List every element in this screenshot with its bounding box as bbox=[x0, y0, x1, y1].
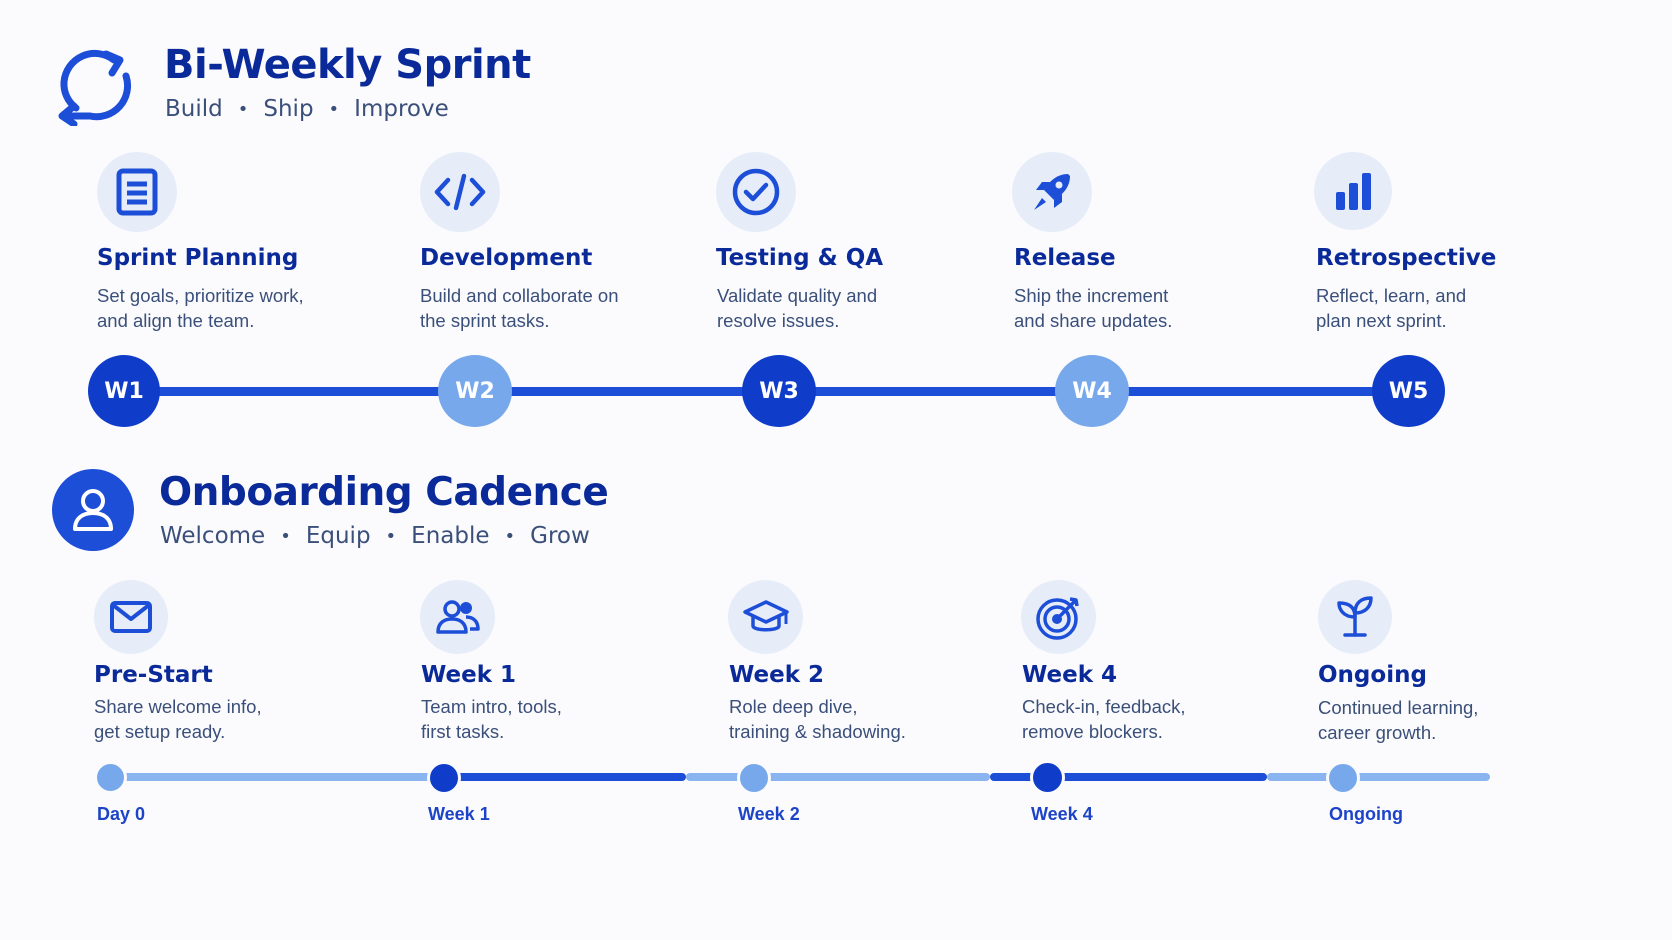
step-title: Release bbox=[1014, 245, 1116, 271]
step-title: Testing & QA bbox=[716, 245, 884, 271]
onboarding-title: Onboarding Cadence bbox=[159, 470, 609, 515]
step-description: Continued learning, career growth. bbox=[1318, 697, 1479, 743]
step-title: Week 1 bbox=[421, 662, 517, 688]
step-description: Validate quality and resolve issues. bbox=[717, 285, 878, 331]
milestone-w3: W3 bbox=[742, 355, 816, 427]
milestone-label: Week 1 bbox=[428, 804, 490, 824]
subtitle-word: Grow bbox=[530, 523, 590, 549]
subtitle-word: Build bbox=[165, 96, 223, 122]
people-icon bbox=[420, 580, 495, 654]
milestone-node-week-2 bbox=[737, 761, 771, 795]
step-description: Share welcome info, get setup ready. bbox=[94, 696, 262, 742]
step-description: Check-in, feedback, remove blockers. bbox=[1022, 696, 1186, 742]
milestone-label: Week 4 bbox=[1031, 804, 1093, 824]
sprint-subtitle: Build • Ship • Improve bbox=[165, 96, 449, 122]
milestone-node-ongoing bbox=[1326, 761, 1360, 795]
step-title: Week 4 bbox=[1022, 662, 1118, 688]
subtitle-word: Enable bbox=[411, 523, 490, 549]
separator-dot: • bbox=[280, 525, 291, 547]
document-list-icon bbox=[97, 152, 177, 232]
onboarding-track-segment bbox=[990, 773, 1267, 781]
onboarding-track-segment bbox=[754, 773, 990, 781]
step-description: Role deep dive, training & shadowing. bbox=[729, 696, 906, 742]
step-title: Retrospective bbox=[1316, 245, 1497, 271]
user-icon bbox=[52, 469, 134, 551]
rocket-icon bbox=[1012, 152, 1092, 232]
onboarding-track-segment bbox=[686, 773, 754, 781]
separator-dot: • bbox=[504, 525, 516, 547]
step-title: Development bbox=[420, 245, 593, 271]
envelope-icon bbox=[94, 580, 168, 654]
sprint-title: Bi-Weekly Sprint bbox=[164, 42, 531, 88]
subtitle-word: Improve bbox=[354, 96, 449, 122]
milestone-w5: W5 bbox=[1372, 355, 1445, 427]
cycle-arrows-icon bbox=[52, 44, 136, 126]
separator-dot: • bbox=[237, 98, 249, 120]
step-title: Pre-Start bbox=[94, 662, 213, 688]
subtitle-word: Ship bbox=[263, 96, 314, 122]
milestone-label: Week 2 bbox=[738, 804, 800, 824]
step-description: Team intro, tools, first tasks. bbox=[421, 696, 562, 742]
target-icon bbox=[1021, 580, 1096, 654]
onboarding-subtitle: Welcome • Equip • Enable • Grow bbox=[160, 523, 590, 549]
onboarding-track-segment bbox=[1267, 773, 1490, 781]
subtitle-word: Equip bbox=[305, 523, 371, 549]
milestone-w4: W4 bbox=[1055, 355, 1129, 427]
milestone-node-week-1 bbox=[427, 761, 461, 795]
check-circle-icon bbox=[716, 152, 796, 232]
graduation-cap-icon bbox=[728, 580, 803, 654]
milestone-label: Ongoing bbox=[1329, 804, 1403, 824]
separator-dot: • bbox=[385, 525, 397, 547]
step-description: Set goals, prioritize work, and align th… bbox=[97, 285, 304, 331]
milestone-w2: W2 bbox=[438, 355, 512, 427]
step-description: Reflect, learn, and plan next sprint. bbox=[1316, 285, 1467, 331]
milestone-node-week-4 bbox=[1030, 760, 1065, 795]
step-title: Sprint Planning bbox=[97, 245, 299, 271]
milestone-w1: W1 bbox=[88, 355, 160, 427]
step-description: Build and collaborate on the sprint task… bbox=[420, 285, 619, 331]
sprout-icon bbox=[1318, 580, 1392, 654]
step-title: Week 2 bbox=[729, 662, 825, 688]
bar-chart-icon bbox=[1314, 152, 1392, 230]
onboarding-track-segment bbox=[110, 773, 444, 781]
onboarding-track-segment bbox=[444, 773, 686, 781]
subtitle-word: Welcome bbox=[160, 523, 266, 549]
step-title: Ongoing bbox=[1318, 662, 1427, 688]
step-description: Ship the increment and share updates. bbox=[1014, 285, 1173, 331]
milestone-label: Day 0 bbox=[97, 804, 146, 824]
milestone-node-day-0 bbox=[94, 761, 127, 794]
code-icon bbox=[420, 152, 500, 232]
separator-dot: • bbox=[328, 98, 340, 120]
